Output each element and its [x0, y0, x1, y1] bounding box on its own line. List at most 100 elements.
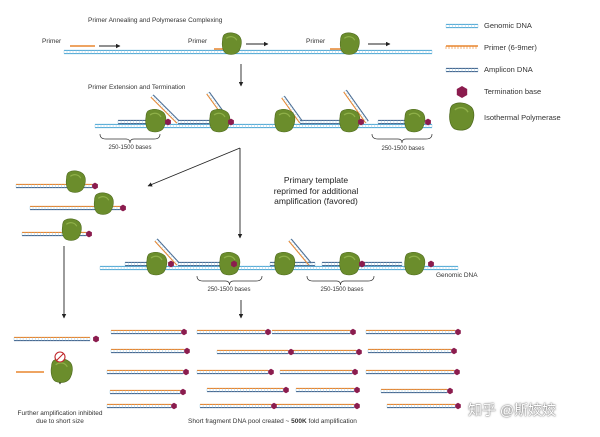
pool-fragment-2 — [196, 329, 266, 335]
fragment-brace-3 — [196, 275, 263, 286]
polymerase-icon — [209, 108, 231, 133]
fragment-length-label-2: 250-1500 bases — [381, 146, 425, 152]
legend-label-polymerase: Isothermal Polymerase — [484, 113, 561, 122]
pool-fragment-20 — [386, 403, 456, 409]
termination-base-icon — [358, 118, 364, 126]
base-pairs — [281, 95, 303, 124]
polymerase-body — [65, 170, 86, 193]
termination-base-icon — [92, 182, 98, 190]
termination-base-icon — [356, 348, 362, 356]
polymerase-body — [61, 218, 82, 241]
base-pairs — [386, 404, 456, 408]
pool-fragment-3 — [271, 329, 351, 335]
pool-fragment-8 — [367, 348, 452, 354]
polymerase-icon — [339, 251, 361, 276]
strand-bottom — [288, 240, 310, 266]
polymerase-highlight — [97, 196, 110, 201]
polymerase-icon — [339, 108, 361, 133]
polymerase-icon — [219, 251, 241, 276]
primer-label-1: Primer — [42, 38, 62, 45]
base-pairs — [279, 370, 353, 374]
termination-base-icon — [454, 368, 460, 376]
polymerase-body — [404, 251, 426, 276]
pool-fragment-10 — [196, 369, 269, 375]
polymerase-icon — [93, 192, 114, 215]
polymerase-highlight — [343, 112, 356, 118]
polymerase-highlight — [408, 255, 421, 261]
polymerase-icon — [449, 102, 475, 131]
polymerase-highlight — [149, 112, 162, 118]
polymerase-body — [146, 251, 168, 276]
polymerase-icon — [221, 32, 242, 55]
termination-base-icon — [359, 260, 365, 268]
polymerase-icon — [65, 170, 86, 193]
polymerase-icon — [404, 108, 426, 133]
base-pairs — [110, 330, 182, 334]
annealing-stage-title: Primer Annealing and Polymerase Complexi… — [88, 17, 223, 24]
pool-note-fold: 500K — [291, 418, 307, 425]
strand-top — [290, 238, 312, 264]
pool-fragment-1 — [110, 329, 182, 335]
polymerase-body — [274, 108, 296, 133]
termination-base-icon — [288, 348, 294, 356]
polymerase-body — [339, 108, 361, 133]
polymerase-highlight — [150, 255, 163, 261]
displaced-strand — [150, 94, 180, 124]
termination-base-icon — [354, 386, 360, 394]
base-pairs — [343, 89, 369, 124]
termination-base-icon — [93, 335, 99, 343]
base-pairs — [216, 350, 289, 354]
polymerase-body — [93, 192, 114, 215]
termination-base-icon — [183, 368, 189, 376]
inhibited-line-1: Further amplification inhibited — [17, 410, 103, 417]
pool-fragment-4 — [365, 329, 456, 335]
primary-template-line-3: amplification (favored) — [274, 196, 358, 207]
termination-base-icon — [350, 328, 356, 336]
polymerase-body — [209, 108, 231, 133]
termination-base-icon — [455, 328, 461, 336]
legend-label-termination-base: Termination base — [484, 87, 542, 96]
base-pairs — [110, 349, 185, 353]
primer-icon-ticks — [445, 46, 477, 49]
polymerase-highlight — [65, 222, 78, 227]
displaced-strand — [281, 95, 303, 124]
primary-template-line-1: Primary template — [283, 175, 349, 185]
polymerase-highlight — [69, 174, 82, 179]
pool-fragment-9 — [106, 369, 184, 375]
pool-fragment-14 — [206, 387, 284, 393]
termination-base-icon — [354, 402, 360, 410]
primer-icon — [445, 45, 478, 49]
pool-fragment-13 — [109, 389, 181, 395]
base-pairs — [109, 390, 181, 394]
termination-base-icon — [168, 260, 174, 268]
polymerase-body — [404, 108, 426, 133]
inhibit-slash — [56, 353, 64, 361]
inhibited-line-2: due to short size — [36, 418, 84, 426]
termination-base-icon — [181, 328, 187, 336]
pool-fragment-15 — [295, 387, 355, 393]
termination-base-icon — [265, 328, 271, 336]
pool-fragment-5 — [110, 348, 185, 354]
fragment-brace-4 — [306, 275, 375, 286]
pool-fragment-17 — [106, 403, 172, 409]
pool-fragment-12 — [365, 369, 455, 375]
termination-base-icon — [86, 230, 92, 238]
base-pairs — [445, 24, 479, 28]
termination-base-icon — [283, 386, 289, 394]
base-pairs — [271, 330, 351, 334]
primary-template-line-2: reprimed for additional — [273, 185, 359, 196]
fragment-length-label-1: 250-1500 bases — [108, 145, 152, 151]
legend-label-primer: Primer (6-9mer) — [484, 43, 537, 52]
amplification-pool-note: Short fragment DNA pool created ~ 500K f… — [188, 418, 357, 425]
polymerase-highlight — [343, 255, 356, 261]
polymerase-highlight — [55, 362, 68, 368]
pool-fragment-7 — [288, 349, 357, 355]
base-pairs — [106, 404, 172, 408]
genomic-dna-strand-label: Genomic DNA — [436, 272, 478, 279]
polymerase-highlight — [278, 112, 291, 118]
strand-top — [283, 95, 303, 122]
legend-label-genomic-dna: Genomic DNA — [484, 21, 532, 30]
termination-base-icon — [271, 402, 277, 410]
polymerase-icon — [145, 108, 167, 133]
primer-label-3: Primer — [306, 38, 326, 45]
